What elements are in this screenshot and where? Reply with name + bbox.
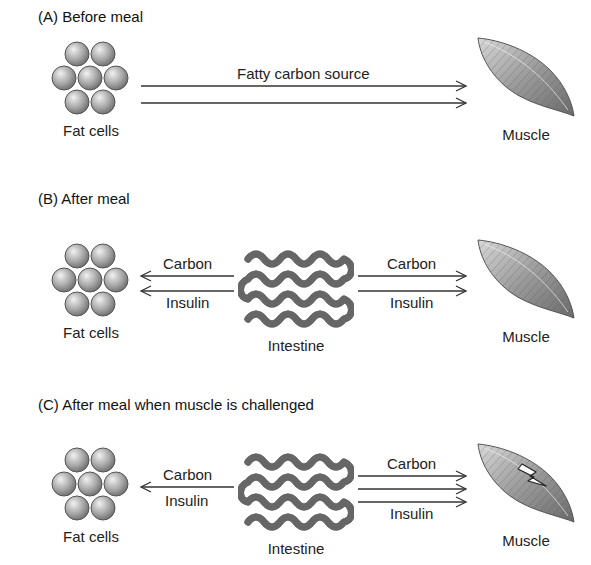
node-caption: Fat cells (45, 528, 137, 546)
flow-label: Fatty carbon source (235, 65, 372, 82)
arrow-head (456, 497, 466, 507)
arrow-line (141, 85, 466, 86)
node-caption: Muscle (470, 328, 582, 346)
arrow-head (456, 484, 466, 494)
node-caption: Intestine (238, 337, 354, 355)
flow-label: Carbon (385, 255, 438, 272)
arrow-head (456, 271, 466, 281)
flow-label: Insulin (388, 505, 435, 522)
arrow-head (141, 286, 151, 296)
intestine-picture (241, 254, 352, 324)
node-caption: Muscle (470, 532, 582, 550)
node-caption: Muscle (470, 126, 582, 144)
fat-cells-picture (52, 448, 128, 520)
arrow-line (358, 275, 466, 276)
fat-cells-picture (52, 42, 128, 114)
intestine-node: Intestine (238, 245, 354, 355)
flow-arrow (141, 81, 466, 91)
panel-title: (C) After meal when muscle is challenged (38, 396, 314, 414)
arrow-head (456, 98, 466, 108)
fat-cells-node: Fat cells (45, 446, 137, 546)
arrow-line (141, 275, 234, 276)
muscle-picture (478, 38, 574, 116)
flow-label: Carbon (161, 255, 214, 272)
flow-label: Insulin (164, 294, 211, 311)
flow-arrow (141, 271, 234, 281)
node-caption: Intestine (238, 540, 354, 558)
panel-title: (A) Before meal (38, 8, 143, 26)
muscle-picture (478, 444, 574, 522)
flow-arrow (358, 471, 466, 481)
fat-cells-node: Fat cells (45, 40, 137, 140)
arrow-head (456, 81, 466, 91)
flow-arrow (141, 98, 466, 108)
muscle-node: Muscle (470, 436, 582, 550)
arrow-line (141, 290, 234, 291)
arrow-line (141, 102, 466, 103)
flow-arrow (358, 484, 466, 494)
flow-label: Insulin (163, 492, 210, 509)
node-caption: Fat cells (45, 324, 137, 342)
panel-title: (B) After meal (38, 190, 130, 208)
arrow-line (358, 290, 466, 291)
muscle-node: Muscle (470, 30, 582, 144)
arrow-line (358, 475, 466, 476)
fat-cells-node: Fat cells (45, 242, 137, 342)
intestine-node: Intestine (238, 448, 354, 558)
fat-cells-picture (52, 244, 128, 316)
arrow-head (141, 271, 151, 281)
arrow-head (141, 482, 151, 492)
muscle-node: Muscle (470, 232, 582, 346)
muscle-picture (478, 240, 574, 318)
arrow-head (456, 286, 466, 296)
lightning-symbol (518, 464, 546, 486)
arrow-head (456, 471, 466, 481)
arrow-line (358, 488, 466, 489)
flow-label: Carbon (385, 455, 438, 472)
flow-label: Insulin (388, 294, 435, 311)
flow-arrow (358, 271, 466, 281)
flow-arrow (141, 482, 234, 492)
node-caption: Fat cells (45, 122, 137, 140)
flow-label: Carbon (161, 466, 214, 483)
arrow-line (141, 486, 234, 487)
intestine-picture (241, 457, 352, 527)
arrow-line (358, 501, 466, 502)
